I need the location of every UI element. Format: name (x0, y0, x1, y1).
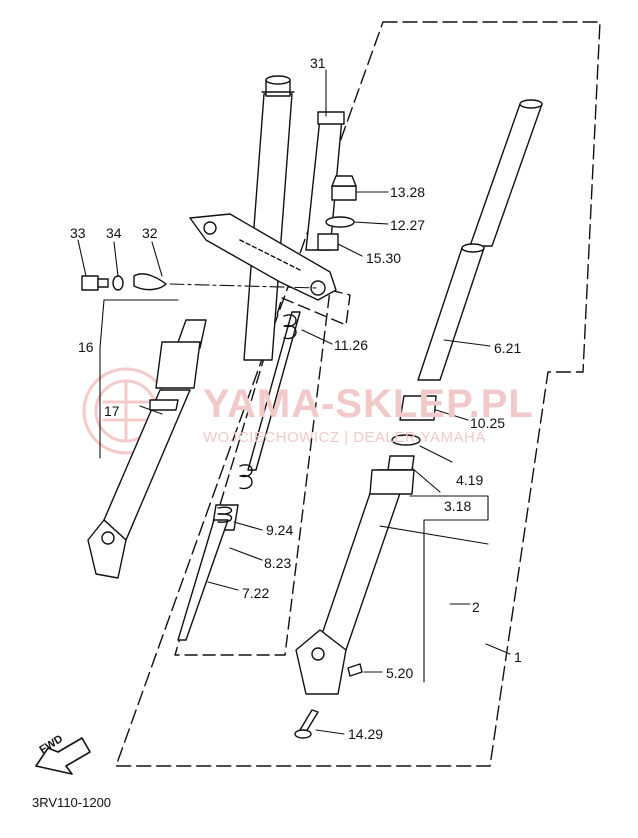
fork-tube-left (243, 75, 295, 361)
callout-1: 1 (514, 649, 522, 665)
leader-lines (77, 69, 511, 735)
callout-32: 32 (142, 225, 158, 241)
hardware-bolt (81, 275, 109, 291)
callout-5-20: 5.20 (386, 665, 414, 681)
inner-tube-right (417, 99, 543, 381)
callout-2: 2 (472, 599, 480, 615)
callout-17: 17 (104, 403, 120, 419)
damper-rod (177, 504, 239, 641)
callout-33: 33 (70, 225, 86, 241)
spacer-collar (317, 233, 339, 251)
hardware-clip (133, 273, 167, 291)
figure-code: 3RV110-1200 (32, 795, 112, 810)
hardware-washer (112, 275, 124, 291)
callout-34: 34 (106, 225, 122, 241)
callout-15-30: 15.30 (366, 250, 402, 266)
o-ring (325, 216, 355, 228)
retaining-clip (391, 434, 421, 446)
watermark-title: YAMA-SKLEP.PL (203, 382, 534, 426)
callout-7-22: 7.22 (242, 585, 270, 601)
dust-seal (399, 395, 437, 421)
callout-10-25: 10.25 (470, 415, 506, 431)
callout-8-23: 8.23 (264, 555, 292, 571)
callout-3-18: 3.18 (444, 498, 472, 514)
callout-12-27: 12.27 (390, 217, 426, 233)
callout-31: 31 (310, 55, 326, 71)
callout-9-24: 9.24 (266, 522, 294, 538)
fwd-arrow-icon (35, 737, 91, 775)
oil-seal (387, 455, 415, 471)
callout-6-21: 6.21 (494, 340, 522, 356)
callout-11-26: 11.26 (334, 337, 368, 353)
callout-16: 16 (78, 339, 94, 355)
fork-spring (239, 311, 301, 490)
watermark-subtitle: WOJCIECHOWICZ | DEALER YAMAHA (203, 429, 486, 446)
cylinder-bolt (294, 709, 319, 739)
cap-bolt (331, 175, 357, 201)
fork-slider-left (87, 319, 207, 579)
callout-4-19: 4.19 (456, 472, 484, 488)
assembly-outline-dashed (115, 21, 601, 767)
callout-14-29: 14.29 (348, 726, 384, 742)
drain-washer (347, 663, 363, 677)
outer-tube-right (295, 469, 415, 695)
callout-13-28: 13.28 (390, 184, 426, 200)
